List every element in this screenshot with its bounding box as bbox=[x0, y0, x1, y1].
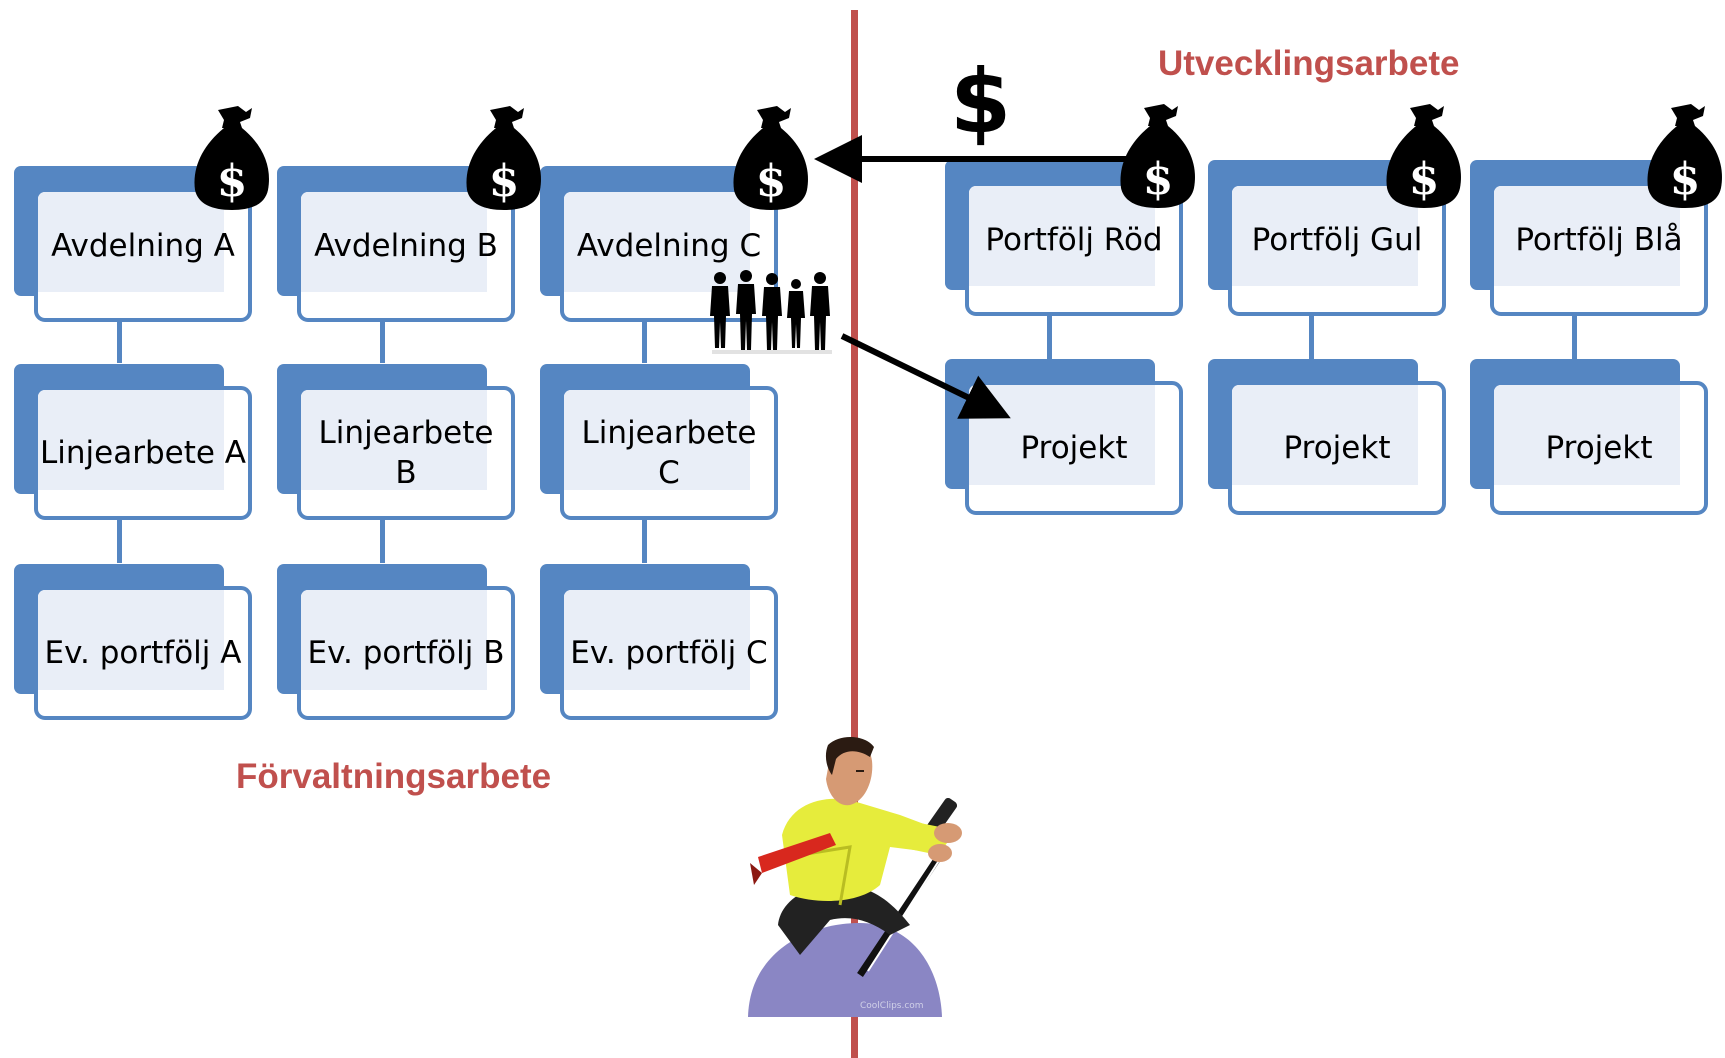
money-bag-icon: $ bbox=[1647, 104, 1722, 208]
svg-text:$: $ bbox=[217, 156, 248, 207]
development-zone-label: Utvecklingsarbete bbox=[1158, 44, 1460, 83]
optional-portfolio-label: Ev. portfölj A bbox=[44, 635, 242, 671]
svg-text:$: $ bbox=[489, 156, 520, 207]
department-label: Avdelning B bbox=[314, 228, 498, 264]
svg-text:$: $ bbox=[756, 156, 787, 207]
optional-portfolio-box: Ev. portfölj B bbox=[277, 564, 515, 720]
line-work-label: Linjearbete A bbox=[40, 435, 246, 471]
svg-text:$: $ bbox=[1670, 154, 1701, 205]
connector-line bbox=[1309, 311, 1314, 359]
project-label: Projekt bbox=[1283, 430, 1391, 466]
optional-portfolio-box: Ev. portfölj C bbox=[540, 564, 778, 720]
line-work-label: Linjearbete B bbox=[318, 415, 494, 491]
money-bag-icon: $ bbox=[733, 106, 808, 210]
project-label: Projekt bbox=[1545, 430, 1653, 466]
people-group-icon bbox=[710, 270, 832, 354]
portfolio-box: Portfölj Röd bbox=[945, 160, 1183, 316]
divider-line bbox=[851, 10, 858, 1058]
optional-portfolio-box: Ev. portfölj A bbox=[14, 564, 252, 720]
clipart-credit: CoolClips.com bbox=[860, 1001, 924, 1011]
svg-text:$: $ bbox=[1143, 154, 1174, 205]
department-label: Avdelning C bbox=[576, 228, 762, 264]
connector-line bbox=[380, 513, 385, 563]
line-work-box: Linjearbete A bbox=[14, 364, 252, 520]
portfolio-box: Portfölj Gul bbox=[1208, 160, 1446, 316]
project-box: Projekt bbox=[1470, 359, 1708, 515]
money-bag-icon: $ bbox=[194, 106, 269, 210]
money-bag-icon: $ bbox=[1386, 104, 1461, 208]
connector-line bbox=[117, 513, 122, 563]
department-box: Avdelning A bbox=[14, 166, 252, 322]
department-box: Avdelning B bbox=[277, 166, 515, 322]
project-box: Projekt bbox=[1208, 359, 1446, 515]
rowing-man-illustration: CoolClips.com bbox=[748, 736, 962, 1017]
portfolio-label: Portfölj Röd bbox=[985, 222, 1163, 258]
optional-portfolio-label: Ev. portfölj C bbox=[570, 635, 768, 671]
money-flow-dollar: $ bbox=[950, 50, 1012, 153]
department-label: Avdelning A bbox=[51, 228, 235, 264]
money-bag-icon: $ bbox=[1120, 104, 1195, 208]
connector-line bbox=[380, 315, 385, 363]
project-label: Projekt bbox=[1020, 430, 1128, 466]
portfolio-box: Portfölj Blå bbox=[1470, 160, 1708, 316]
optional-portfolio-label: Ev. portfölj B bbox=[307, 635, 505, 671]
line-work-box: Linjearbete B bbox=[277, 364, 515, 520]
maintenance-zone-label: Förvaltningsarbete bbox=[236, 757, 552, 796]
svg-text:$: $ bbox=[1409, 154, 1440, 205]
connector-line bbox=[642, 513, 647, 563]
portfolio-label: Portfölj Gul bbox=[1251, 222, 1423, 258]
connector-line bbox=[642, 315, 647, 363]
connector-line bbox=[1047, 311, 1052, 359]
connector-line bbox=[1572, 311, 1577, 359]
portfolio-label: Portfölj Blå bbox=[1515, 222, 1683, 258]
people-arrow bbox=[840, 333, 1011, 419]
money-bag-icon: $ bbox=[466, 106, 541, 210]
connector-line bbox=[117, 315, 122, 363]
line-work-label: Linjearbete C bbox=[581, 415, 757, 491]
line-work-box: Linjearbete C bbox=[540, 364, 778, 520]
